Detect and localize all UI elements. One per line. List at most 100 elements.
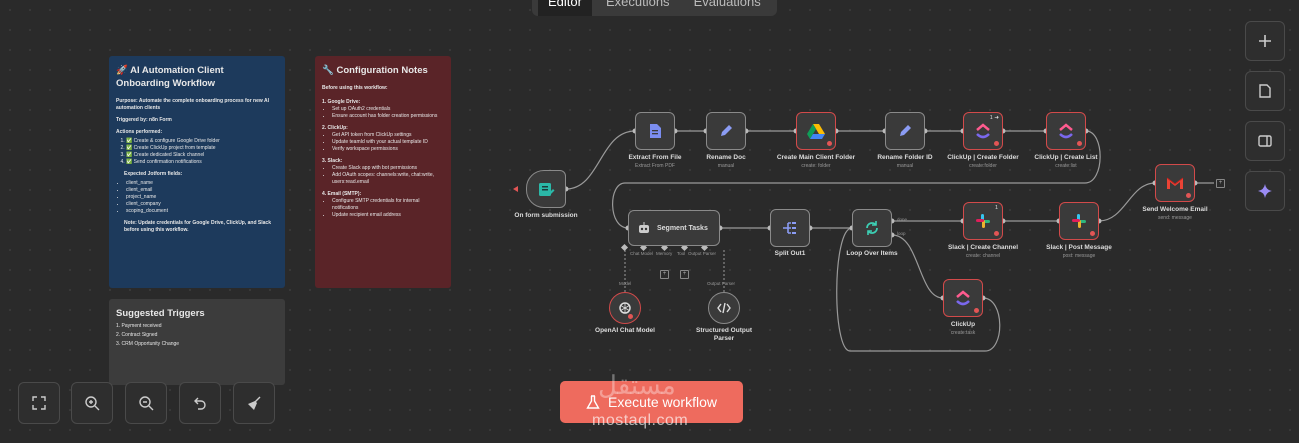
loop-done-label: done: [897, 217, 908, 222]
segment-tasks-node[interactable]: Segment Tasks: [628, 210, 720, 246]
list-item: client_company: [126, 201, 278, 208]
create-folder-sub: create: folder: [801, 163, 831, 169]
list-item: 1. Payment received: [116, 323, 162, 329]
clickup-folder-label: ClickUp | Create Folder: [947, 154, 1019, 161]
add-node-panel-button[interactable]: [1245, 21, 1285, 61]
slack-icon: [976, 214, 990, 228]
send-email-sub: send: message: [1158, 215, 1192, 221]
sticky-config-title: 🔧 Configuration Notes: [322, 65, 428, 76]
config-list: Create Slack app with bot permissions Ad…: [322, 165, 444, 186]
error-indicator: [974, 308, 979, 313]
extract-file-icon: [650, 124, 661, 138]
split-out-label: Split Out1: [774, 250, 806, 257]
zoom-out-icon: [138, 395, 153, 410]
ai-assistant-button[interactable]: [1245, 171, 1285, 211]
sticky-note-button[interactable]: [1245, 71, 1285, 111]
list-item: ✅ Send confirmation notifications: [126, 159, 278, 166]
list-item: client_email: [126, 187, 278, 194]
tab-evaluations[interactable]: Evaluations: [693, 0, 761, 9]
list-item: client_name: [126, 180, 278, 187]
openai-icon: [619, 302, 631, 314]
sticky-overview-actions-title: Actions performed:: [116, 129, 163, 135]
list-item: Configure SMTP credentials for internal …: [332, 198, 444, 212]
rename-folder-node[interactable]: [885, 112, 925, 150]
list-item: 3. CRM Opportunity Change: [116, 341, 180, 347]
loop-icon: [866, 221, 878, 235]
tab-executions[interactable]: Executions: [605, 0, 670, 9]
openai-label: OpenAI Chat Model: [595, 327, 655, 334]
list-item: 2. Contract Signed: [116, 332, 158, 338]
slack-channel-label: Slack | Create Channel: [947, 244, 1019, 251]
rename-doc-node[interactable]: [706, 112, 746, 150]
error-indicator: [1090, 231, 1095, 236]
port-output-parser: Output Parser: [688, 251, 717, 256]
add-tool-button[interactable]: +: [680, 270, 689, 279]
create-folder-label: Create Main Client Folder: [776, 154, 856, 161]
watermark-arabic: مستقل: [598, 370, 676, 400]
clickup-icon: [976, 123, 990, 139]
clickup-list-sub: create:list: [1055, 163, 1077, 169]
code-icon: [717, 302, 731, 314]
list-item: scoping_document: [126, 208, 278, 215]
sticky-config[interactable]: 🔧 Configuration Notes Before using this …: [315, 56, 451, 288]
clickup-list-label: ClickUp | Create List: [1034, 154, 1098, 161]
undo-button[interactable]: [179, 382, 221, 424]
run-count-badge: 1: [994, 205, 998, 211]
execute-workflow-button[interactable]: Execute workflow: [560, 381, 743, 423]
tab-editor[interactable]: Editor: [538, 0, 592, 16]
send-email-node[interactable]: [1155, 164, 1195, 202]
sticky-overview-note: Note: Update credentials for Google Driv…: [124, 220, 271, 233]
undo-icon: [194, 397, 206, 410]
sparkle-icon: [1258, 184, 1272, 198]
extract-label: Extract From File: [628, 154, 682, 161]
config-list: Set up OAuth2 credentials Ensure account…: [322, 106, 444, 120]
clickup-icon: [1059, 123, 1073, 139]
fields-list: client_name client_email project_name cl…: [116, 180, 278, 215]
openai-node[interactable]: [609, 292, 641, 324]
slack-post-node[interactable]: [1059, 202, 1099, 240]
form-trigger-node[interactable]: [526, 170, 566, 208]
sticky-triggers[interactable]: Suggested Triggers 1. Payment received 2…: [109, 299, 285, 385]
list-item: Create Slack app with bot permissions: [332, 165, 444, 172]
sticky-overview[interactable]: 🚀 AI Automation Client Onboarding Workfl…: [109, 56, 285, 288]
sticky-overview-purpose: Purpose: Automate the complete onboardin…: [116, 98, 269, 111]
loop-node[interactable]: [852, 209, 892, 247]
port-memory: Memory: [656, 251, 673, 256]
openai-port-label: Model: [619, 281, 632, 286]
clickup-list-node[interactable]: [1046, 112, 1086, 150]
config-list: Configure SMTP credentials for internal …: [322, 198, 444, 219]
error-indicator: [628, 314, 633, 319]
flask-icon: [586, 394, 600, 409]
sticky-config-intro: Before using this workflow:: [322, 85, 388, 91]
clickup-folder-node[interactable]: 1 ➜: [963, 112, 1003, 150]
pencil-icon: [900, 125, 911, 136]
rename-doc-label: Rename Doc: [706, 154, 746, 161]
rename-folder-sub: manual: [896, 163, 914, 169]
slack-channel-node[interactable]: 1: [963, 202, 1003, 240]
gmail-icon: [1166, 177, 1184, 189]
parser-port-label: Output Parser: [707, 281, 736, 286]
clickup-folder-sub: create:folder: [969, 163, 997, 169]
run-count-badge: 1 ➜: [989, 115, 999, 121]
sticky-triggers-title: Suggested Triggers: [116, 308, 205, 319]
send-email-label: Send Welcome Email: [1142, 206, 1208, 213]
create-folder-node[interactable]: [796, 112, 836, 150]
loop-loop-label: loop: [897, 231, 906, 236]
loop-label: Loop Over Items: [846, 250, 898, 257]
split-out-node[interactable]: [770, 209, 810, 247]
add-memory-button[interactable]: +: [660, 270, 669, 279]
zoom-out-button[interactable]: [125, 382, 167, 424]
clickup-task-node[interactable]: [943, 279, 983, 317]
add-node-button[interactable]: +: [1216, 179, 1225, 188]
config-section-head: 4. Email (SMTP):: [322, 191, 362, 197]
output-parser-node[interactable]: [708, 292, 740, 324]
list-item: ✅ Create ClickUp project from template: [126, 145, 278, 152]
slack-channel-sub: create: channel: [965, 253, 1001, 259]
tidy-up-button[interactable]: [233, 382, 275, 424]
fit-view-button[interactable]: [18, 382, 60, 424]
rename-doc-sub: manual: [717, 163, 735, 169]
zoom-in-button[interactable]: [71, 382, 113, 424]
extract-node[interactable]: [635, 112, 675, 150]
toggle-panel-button[interactable]: [1245, 121, 1285, 161]
